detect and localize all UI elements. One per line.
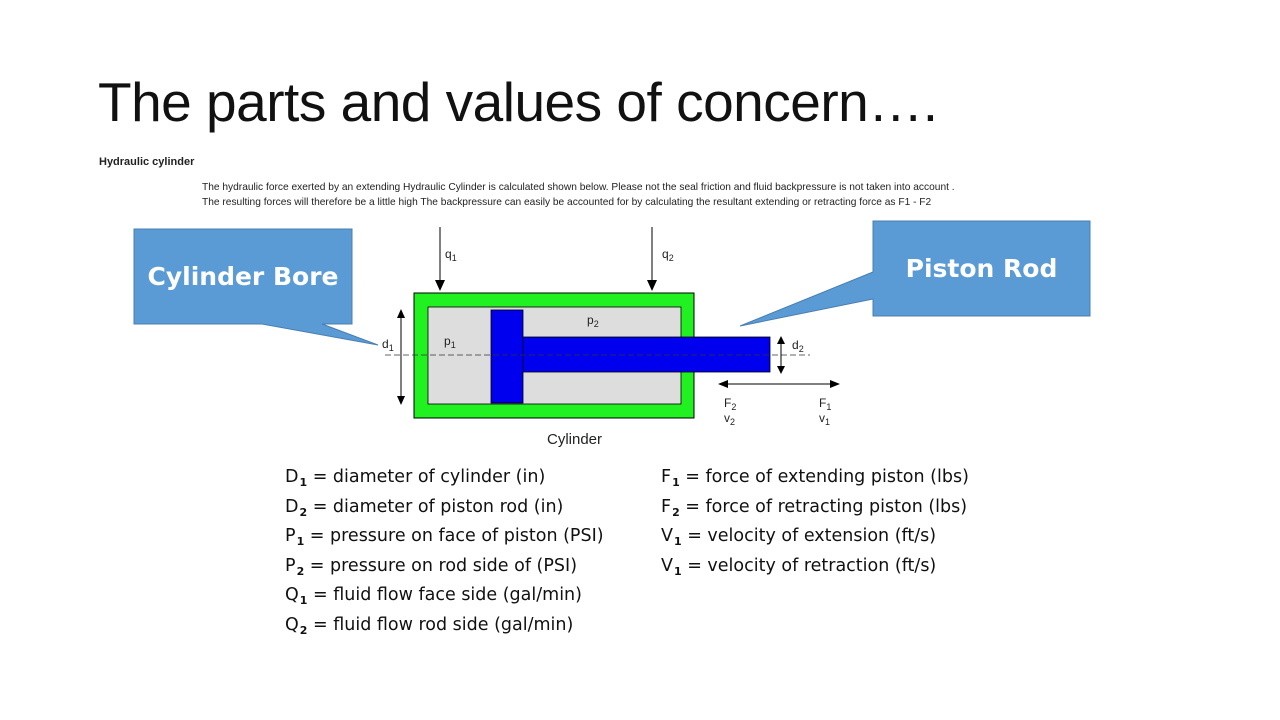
description-line-2: The resulting forces will therefore be a… [202,197,931,208]
right-definition: V1 = velocity of extension (ft/s) [661,522,969,552]
description-line-2-text: The resulting forces will therefore be a… [202,197,896,208]
left-definition: P1 = pressure on face of piston (PSI) [285,522,604,552]
d2-letter: d [792,338,799,352]
definition-symbol: F [661,467,672,487]
right-definition: V1 = velocity of retraction (ft/s) [661,552,969,582]
definition-subscript: 1 [672,476,680,489]
q1-label: q1 [445,247,457,263]
left-definition: Q1 = fluid flow face side (gal/min) [285,581,604,611]
definition-text: = pressure on face of piston (PSI) [304,526,604,546]
p2-sub: 2 [594,319,599,329]
d1-arrow-top [397,309,405,318]
q1-sub: 1 [452,253,457,263]
definition-subscript: 1 [299,594,308,607]
definition-text: = fluid flow face side (gal/min) [307,585,582,605]
definition-symbol: V [661,526,673,546]
d1-letter: d [382,337,389,351]
definition-symbol: Q [285,585,299,605]
F1-letter: F [819,396,826,410]
definition-symbol: Q [285,614,299,635]
p2-letter: p [587,313,594,327]
definition-text: = velocity of extension (ft/s) [681,526,937,546]
d2-arrow-bottom [777,366,785,374]
v1-label: v1 [819,411,830,427]
left-definition: Q2 = fluid flow rod side (gal/min) [285,611,604,641]
definition-subscript: 1 [673,535,682,548]
F1-label: F1 [819,396,831,412]
description-line-1: The hydraulic force exerted by an extend… [202,182,955,193]
v2-label: v2 [724,411,735,427]
q2-label: q2 [662,247,674,263]
q2-sub: 2 [669,253,674,263]
q1-letter: q [445,247,452,261]
left-definition: D2 = diameter of piston rod (in) [285,493,604,523]
definitions-left: D1 = diameter of cylinder (in)D2 = diame… [285,463,604,640]
definitions-right: F1 = force of extending piston (lbs)F2 =… [661,463,969,581]
definition-subscript: 2 [299,505,308,519]
definition-text: = pressure on rod side of (PSI) [304,555,578,576]
section-heading: Hydraulic cylinder [99,156,195,168]
cylinder-bore-callout [133,228,379,346]
definition-subscript: 1 [296,535,305,548]
slide-title: The parts and values of concern…. [98,71,938,133]
piston-head [490,309,524,404]
d2-label: d2 [792,338,804,354]
left-definition: D1 = diameter of cylinder (in) [285,463,604,493]
force-arrow-right [830,380,840,388]
definition-symbol: V [661,555,673,576]
q2-arrowhead [647,280,657,291]
definition-symbol: P [285,526,296,546]
definition-symbol: P [285,555,296,576]
p1-sub: 1 [451,340,456,350]
q2-letter: q [662,247,669,261]
definition-symbol: F [661,496,672,517]
definition-subscript: 1 [673,564,682,578]
F2-letter: F [724,396,731,410]
cylinder-bore-label: Cylinder Bore [147,262,339,291]
description-formula: F1 - F2 [898,197,932,208]
v2-letter: v [724,411,730,425]
d2-arrow-top [777,336,785,344]
right-definition: F2 = force of retracting piston (lbs) [661,493,969,523]
definition-subscript: 2 [672,505,680,519]
definition-text: = force of extending piston (lbs) [679,467,969,487]
definition-text: = force of retracting piston (lbs) [679,496,968,517]
definition-text: = diameter of piston rod (in) [307,496,564,517]
p1-label: p1 [444,334,456,350]
p1-letter: p [444,334,451,348]
piston-rod [521,336,771,373]
d1-label: d1 [382,337,394,353]
definition-subscript: 2 [296,564,305,578]
d1-arrow-bottom [397,396,405,405]
q1-arrowhead [435,280,445,291]
v2-sub: 2 [730,417,735,427]
definition-subscript: 1 [299,476,308,489]
definition-text: = diameter of cylinder (in) [307,467,546,487]
piston-rod-label: Piston Rod [905,254,1058,283]
definition-symbol: D [285,467,299,487]
right-definition: F1 = force of extending piston (lbs) [661,463,969,493]
definition-symbol: D [285,496,299,517]
p2-label: p2 [587,313,599,329]
piston-rod-callout [739,220,1091,327]
F1-sub: 1 [826,402,831,412]
cylinder-caption: Cylinder [547,431,602,448]
left-definition: P2 = pressure on rod side of (PSI) [285,552,604,582]
definition-text: = fluid flow rod side (gal/min) [307,614,574,635]
v1-letter: v [819,411,825,425]
d1-sub: 1 [389,343,394,353]
v1-sub: 1 [825,417,830,427]
definition-text: = velocity of retraction (ft/s) [681,555,937,576]
F2-sub: 2 [731,402,736,412]
d2-sub: 2 [799,344,804,354]
force-arrow-left [718,380,728,388]
definition-subscript: 2 [299,623,308,637]
F2-label: F2 [724,396,736,412]
